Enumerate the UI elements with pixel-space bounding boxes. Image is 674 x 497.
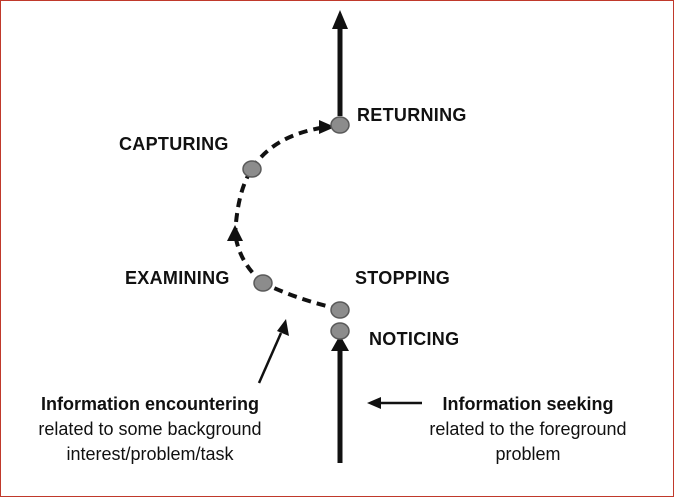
label-noticing: NOTICING: [369, 329, 460, 349]
loop-segment-capturing-lower: [233, 167, 254, 238]
encountering-pointer-arrowhead: [277, 319, 289, 336]
caption-encountering-title: Information encountering: [41, 394, 259, 414]
node-capturing: [242, 160, 262, 178]
node-returning: [330, 116, 350, 134]
label-returning: RETURNING: [357, 105, 467, 125]
caption-encountering-line2: interest/problem/task: [66, 444, 234, 464]
caption-seeking-line2: problem: [495, 444, 561, 464]
caption-information-seeking: Information seeking related to the foreg…: [419, 392, 637, 467]
caption-seeking-title: Information seeking: [442, 394, 614, 414]
caption-encountering-line1: related to some background: [38, 419, 262, 439]
return-path-arrowhead: [332, 10, 348, 29]
encountering-pointer-line: [257, 332, 283, 384]
loop-arrowhead-right: [319, 120, 335, 134]
node-examining: [253, 274, 273, 292]
seeking-path-arrowhead: [331, 335, 349, 351]
loop-segment-stopping-to-examining: [262, 281, 341, 311]
node-stopping: [330, 301, 350, 319]
caption-seeking-line1: related to the foreground: [429, 419, 627, 439]
label-capturing: CAPTURING: [119, 134, 229, 154]
label-stopping: STOPPING: [355, 268, 451, 288]
seeking-pointer-arrowhead: [367, 397, 381, 409]
label-examining: EXAMINING: [125, 268, 230, 288]
caption-information-encountering: Information encountering related to some…: [7, 392, 293, 467]
loop-segment-capturing-to-returning: [250, 125, 327, 171]
node-noticing: [330, 322, 350, 340]
